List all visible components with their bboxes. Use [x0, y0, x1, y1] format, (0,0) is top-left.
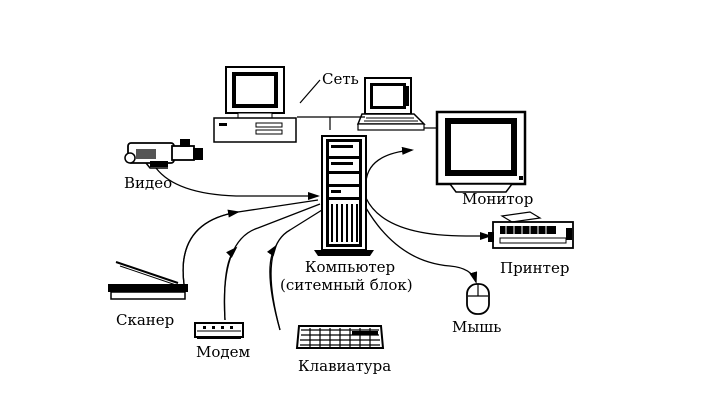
connection-arrows — [155, 146, 492, 331]
mouse-icon — [466, 283, 490, 315]
printer-icon — [488, 211, 574, 249]
printer-label: Принтер — [500, 259, 570, 277]
arrow-computer-to-mouse — [365, 207, 478, 284]
mouse-label: Мышь — [452, 318, 502, 336]
arrow-computer-to-printer — [365, 197, 492, 240]
monitor-label: Монитор — [462, 190, 534, 208]
modem-icon — [194, 322, 244, 339]
computer-label-line2: (ситемный блок) — [280, 276, 413, 294]
scanner-label: Сканер — [116, 311, 175, 329]
keyboard-label: Клавиатура — [298, 357, 392, 375]
network-label: Сеть — [322, 70, 359, 88]
arrow-computer-to-monitor — [365, 146, 414, 183]
modem-label: Модем — [196, 343, 251, 361]
laptop-icon — [356, 77, 426, 131]
keyboard-icon — [295, 325, 385, 349]
monitor-icon — [435, 110, 527, 193]
system-unit-tower-icon — [314, 135, 374, 256]
network-desktop-pc-icon — [213, 66, 297, 143]
arrow-video-to-computer — [155, 167, 320, 200]
computer-label-line1: Компьютер — [304, 258, 396, 276]
network-connection-lines — [297, 79, 437, 130]
video-camera-icon — [124, 139, 203, 169]
video-label: Видео — [124, 174, 173, 192]
scanner-icon — [108, 261, 188, 300]
